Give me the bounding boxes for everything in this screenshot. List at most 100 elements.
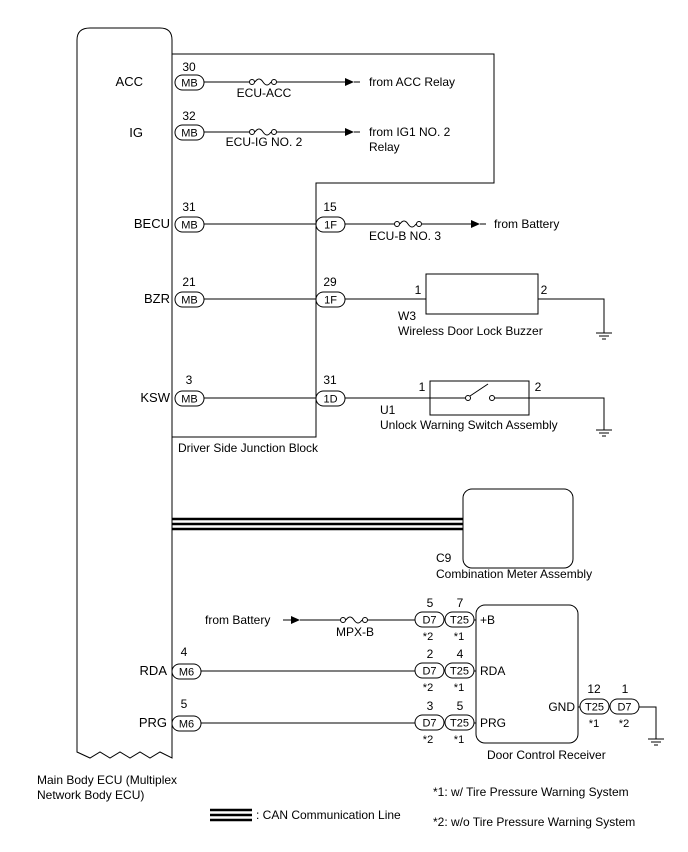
- meter-name: Combination Meter Assembly: [436, 567, 592, 581]
- connector-mb-bzr-label: MB: [181, 295, 198, 307]
- buzzer-pin-out: 2: [541, 283, 548, 297]
- receiver-name: Door Control Receiver: [487, 748, 606, 762]
- b-d7-note: *2: [423, 631, 433, 643]
- terminal-bzr-pin: 21: [182, 275, 196, 289]
- terminal-ksw-label: KSW: [140, 390, 170, 405]
- fuse-acc-icon: [254, 78, 272, 86]
- wireless-door-lock-buzzer-box: [425, 273, 539, 315]
- jb-becu-pin: 15: [323, 200, 337, 214]
- switch-pin-in: 1: [419, 380, 426, 394]
- fuse-ig-label: ECU-IG NO. 2: [226, 135, 303, 149]
- fuse-ecub-icon: [399, 220, 417, 228]
- terminal-ig-pin: 32: [182, 109, 196, 123]
- fuse-mpxb-icon: [345, 616, 363, 624]
- b-t25-pin: 7: [457, 596, 464, 610]
- buzzer-pin-in: 1: [415, 283, 422, 297]
- switch-contact-icon: [430, 383, 529, 401]
- prg-d7-pin: 3: [427, 699, 434, 713]
- source-ig-label-line1: from IG1 NO. 2: [369, 125, 451, 139]
- wire-ksw-ground: [529, 397, 605, 430]
- source-ig-label-line2: Relay: [369, 140, 400, 154]
- connector-d7-rda-label: D7: [422, 666, 436, 678]
- can-legend-icon: [210, 808, 252, 822]
- fuse-ecub-label: ECU-B NO. 3: [369, 229, 441, 243]
- connector-mb-acc-label: MB: [181, 78, 198, 90]
- terminal-ig-label: IG: [129, 125, 143, 140]
- terminal-becu-pin: 31: [182, 200, 196, 214]
- connector-m6-prg-label: M6: [179, 719, 194, 731]
- connector-t25-b-label: T25: [450, 615, 469, 627]
- receiver-terminal-gnd: GND: [548, 700, 575, 714]
- rda-d7-pin: 2: [427, 647, 434, 661]
- terminal-rda-label: RDA: [140, 663, 168, 678]
- driver-side-junction-block-outline: [172, 53, 495, 438]
- connector-1f-becu-label: 1F: [324, 220, 337, 232]
- connector-t25-rda-label: T25: [450, 666, 469, 678]
- fuse-ig-contact-left: [249, 129, 255, 135]
- fuse-ig-contact-right: [271, 129, 277, 135]
- arrow-battery2-icon: [291, 616, 300, 624]
- fuse-mpxb-contact-right: [362, 617, 368, 623]
- switch-name: Unlock Warning Switch Assembly: [380, 418, 558, 432]
- wire-bzr-ground: [538, 298, 605, 333]
- source-acc-label: from ACC Relay: [369, 75, 455, 89]
- combination-meter-box: [462, 488, 574, 569]
- jb-ksw-pin: 31: [323, 373, 337, 387]
- switch-code: U1: [380, 403, 396, 417]
- ecu-label-line2: Network Body ECU): [37, 788, 144, 802]
- footnote-2: *2: w/o Tire Pressure Warning System: [433, 815, 635, 829]
- terminal-rda-pin: 4: [181, 645, 188, 659]
- ground-switch-icon: [596, 429, 612, 437]
- connector-1d-ksw-label: 1D: [323, 394, 337, 406]
- connector-mb-becu-label: MB: [181, 220, 198, 232]
- footnote-1: *1: w/ Tire Pressure Warning System: [433, 785, 629, 799]
- connector-m6-rda-label: M6: [179, 667, 194, 679]
- terminal-prg-pin: 5: [181, 697, 188, 711]
- receiver-terminal-rda: RDA: [480, 664, 505, 678]
- source-battery2-label: from Battery: [205, 613, 270, 627]
- connector-d7-rda: [414, 662, 445, 679]
- b-d7-pin: 5: [427, 596, 434, 610]
- door-control-receiver-box: [475, 604, 579, 744]
- connector-t25-prg-label: T25: [450, 718, 469, 730]
- fuse-ecub-contact-left: [394, 221, 400, 227]
- gnd-t25-note: *1: [589, 718, 599, 730]
- connector-d7-prg: [414, 714, 445, 731]
- connector-t25-gnd-label: T25: [585, 702, 604, 714]
- connector-mb-ksw-label: MB: [181, 394, 198, 406]
- jb-bzr-pin: 29: [323, 275, 337, 289]
- arrow-ig-icon: [345, 128, 354, 136]
- rda-t25-note: *1: [454, 682, 464, 694]
- b-t25-note: *1: [454, 631, 464, 643]
- gnd-d7-note: *2: [619, 718, 629, 730]
- connector-d7-b: [414, 611, 445, 628]
- rda-t25-pin: 4: [457, 647, 464, 661]
- connector-mb-ig-label: MB: [181, 128, 198, 140]
- connector-d7-gnd-label: D7: [617, 702, 631, 714]
- junction-block-label: Driver Side Junction Block: [178, 441, 319, 455]
- fuse-acc-contact-right: [271, 79, 277, 85]
- rda-d7-note: *2: [423, 682, 433, 694]
- terminal-acc-label: ACC: [116, 74, 143, 89]
- fuse-acc-contact-left: [249, 79, 255, 85]
- connector-t25-gnd: [579, 698, 610, 715]
- buzzer-code: W3: [398, 309, 416, 323]
- terminal-prg-label: PRG: [139, 715, 167, 730]
- terminal-acc-pin: 30: [182, 60, 196, 74]
- fuse-mpxb-label: MPX-B: [336, 625, 374, 639]
- terminal-bzr-label: BZR: [144, 291, 170, 306]
- connector-d7-b-label: D7: [422, 615, 436, 627]
- can-bus-lines: [172, 517, 463, 531]
- terminal-ksw-pin: 3: [186, 373, 193, 387]
- can-legend-label: : CAN Communication Line: [256, 808, 401, 822]
- receiver-terminal-prg: PRG: [480, 716, 506, 730]
- fuse-ecub-contact-right: [416, 221, 422, 227]
- fuse-ig-icon: [254, 128, 272, 136]
- ground-receiver-icon: [648, 738, 664, 746]
- prg-t25-pin: 5: [457, 699, 464, 713]
- ecu-label-line1: Main Body ECU (Multiplex: [37, 773, 177, 787]
- receiver-terminal-b: +B: [480, 613, 495, 627]
- main-body-ecu-outline: [76, 27, 173, 759]
- connector-1f-bzr-label: 1F: [324, 295, 337, 307]
